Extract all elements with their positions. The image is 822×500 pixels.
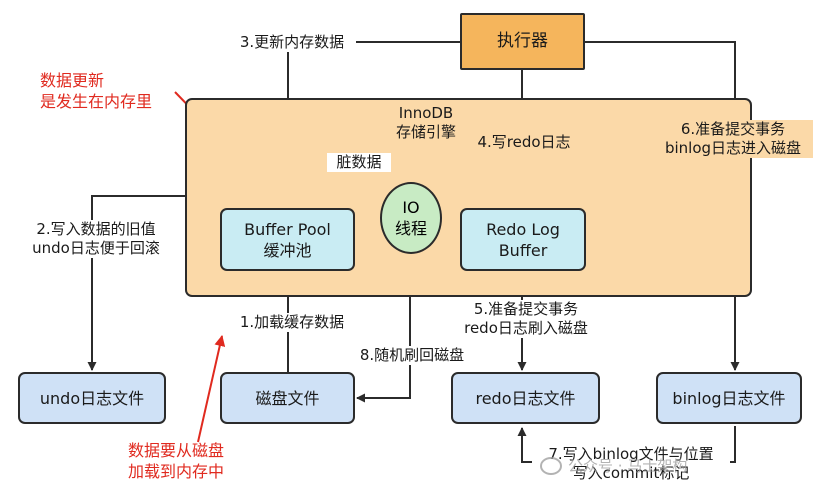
- watermark: 公众号 · 马士架构: [540, 455, 687, 476]
- arrow-flush-disk: [356, 256, 411, 403]
- watermark-text: 公众号 · 马士架构: [568, 457, 688, 475]
- step-8-label: 8.随机刷回磁盘: [347, 346, 477, 365]
- step-7-label: 7.写入binlog文件与位置 写入commit标记: [532, 445, 730, 483]
- step-1-label: 1.加载缓存数据: [228, 313, 356, 332]
- innodb-label: InnoDB 存储引擎: [384, 104, 468, 142]
- step-2-label: 2.写入数据的旧值 undo日志便于回滚: [12, 220, 180, 258]
- wechat-logo-icon: [540, 456, 562, 475]
- redo-log-file-box: redo日志文件: [451, 372, 600, 424]
- undo-log-file-box: undo日志文件: [18, 372, 166, 424]
- memory-update-note: 数据更新 是发生在内存里: [40, 71, 153, 111]
- step-5-label: 5.准备提交事务 redo日志刷入磁盘: [455, 300, 597, 338]
- binlog-file-box: binlog日志文件: [656, 372, 802, 424]
- disk-file-box: 磁盘文件: [220, 372, 355, 424]
- buffer-pool-box: Buffer Pool 缓冲池: [220, 208, 355, 271]
- executor-box: 执行器: [460, 13, 585, 70]
- arrow-annotation-load: [197, 335, 226, 443]
- io-thread-circle: IO 线程: [380, 182, 442, 254]
- redo-log-buffer-box: Redo Log Buffer: [460, 208, 586, 271]
- step-6-label: 6.准备提交事务 binlog日志进入磁盘: [653, 120, 813, 158]
- disk-load-note: 数据要从磁盘 加载到内存中: [128, 441, 225, 481]
- step-4-label: 4.写redo日志: [470, 133, 578, 152]
- dirty-data-label: 脏数据: [327, 153, 391, 172]
- arrow-write-undo: [87, 195, 185, 371]
- step-3-label: 3.更新内存数据: [228, 33, 356, 52]
